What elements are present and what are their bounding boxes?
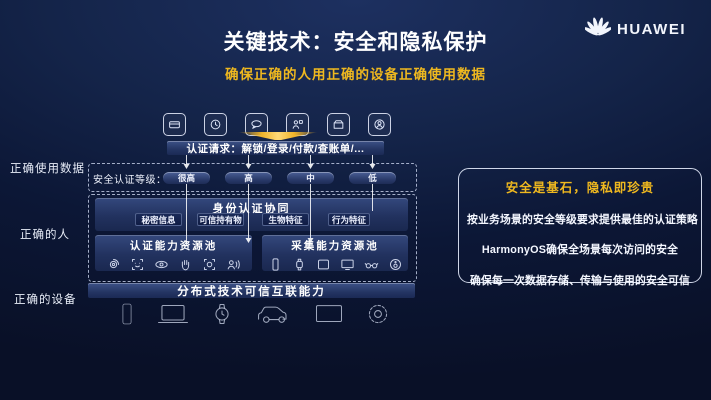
capability-box <box>88 194 417 282</box>
security-level-box <box>88 163 417 192</box>
info-line-3: 确保每一次数据存储、传输与使用的安全可信 <box>470 274 690 287</box>
watch-icon <box>211 301 233 327</box>
page-title: 关键技术：安全和隐私保护 <box>223 31 488 54</box>
tv-icon <box>314 303 344 325</box>
card-icon <box>163 113 186 136</box>
row-label-data: 正确使用数据 <box>10 163 85 175</box>
security-info-panel: 安全是基石，隐私即珍贵 按业务场景的安全等级要求提供最佳的认证策略 Harmon… <box>458 168 702 287</box>
factor-behavior[interactable]: 行为特征 <box>328 213 370 226</box>
factor-biometric[interactable]: 生物特征 <box>262 213 309 226</box>
speaker-icon <box>387 256 403 272</box>
palm-icon <box>178 256 194 272</box>
level-medium-button[interactable]: 中 <box>287 172 334 184</box>
glasses-icon <box>363 256 379 272</box>
request-icon-row <box>163 113 391 136</box>
brand-logo: HUAWEI <box>583 15 686 44</box>
level-low-button[interactable]: 低 <box>349 172 396 184</box>
factor-trusted-possession[interactable]: 可信持有物 <box>197 213 244 226</box>
face-scan-icon <box>130 256 146 272</box>
row-label-device: 正确的设备 <box>14 294 77 306</box>
level-high-button[interactable]: 高 <box>225 172 272 184</box>
page-subtitle: 确保正确的人用正确的设备正确使用数据 <box>225 67 486 82</box>
info-panel-title: 安全是基石，隐私即珍贵 <box>505 181 655 195</box>
account-icon <box>368 113 391 136</box>
voiceprint-icon <box>226 256 242 272</box>
auth-pool-icons <box>95 256 252 272</box>
down-chevron-arrow <box>238 132 318 140</box>
info-line-2: HarmonyOS确保全场景每次访问的安全 <box>481 244 679 256</box>
wallet-icon <box>327 113 350 136</box>
security-level-label: 安全认证等级： <box>93 175 167 186</box>
tv-icon <box>339 256 355 272</box>
row-label-person: 正确的人 <box>20 229 70 241</box>
huawei-flower-icon <box>583 15 613 44</box>
level-very-high-button[interactable]: 很高 <box>163 172 210 184</box>
eye-scan-icon <box>154 256 170 272</box>
auth-pool-title: 认证能力资源池 <box>129 240 218 252</box>
device-icon-row <box>120 301 390 327</box>
fingerprint-icon <box>106 256 122 272</box>
distributed-bar: 分布式技术可信互联能力 <box>88 283 415 298</box>
collect-pool-title: 采集能力资源池 <box>291 240 379 252</box>
factor-secret-info[interactable]: 秘密信息 <box>135 213 182 226</box>
iris-frame-icon <box>202 256 218 272</box>
collect-capability-pool: 采集能力资源池 <box>262 235 408 271</box>
auth-request-bar: 认证请求：解锁/登录/付款/查账单/... <box>167 141 384 155</box>
speaker-icon <box>366 302 390 326</box>
brand-name: HUAWEI <box>617 21 686 38</box>
watch-icon <box>291 256 307 272</box>
phone-icon <box>267 256 283 272</box>
chat-icon <box>245 113 268 136</box>
identity-auth-title: 身份认证协同 <box>212 203 291 215</box>
car-icon <box>255 302 293 326</box>
clock-icon <box>204 113 227 136</box>
phone-icon <box>120 301 134 327</box>
collect-pool-icons <box>262 256 408 272</box>
info-line-1: 按业务场景的安全等级要求提供最佳的认证策略 <box>467 213 698 226</box>
laptop-icon <box>156 302 190 326</box>
auth-capability-pool: 认证能力资源池 <box>95 235 252 271</box>
tablet-icon <box>315 256 331 272</box>
